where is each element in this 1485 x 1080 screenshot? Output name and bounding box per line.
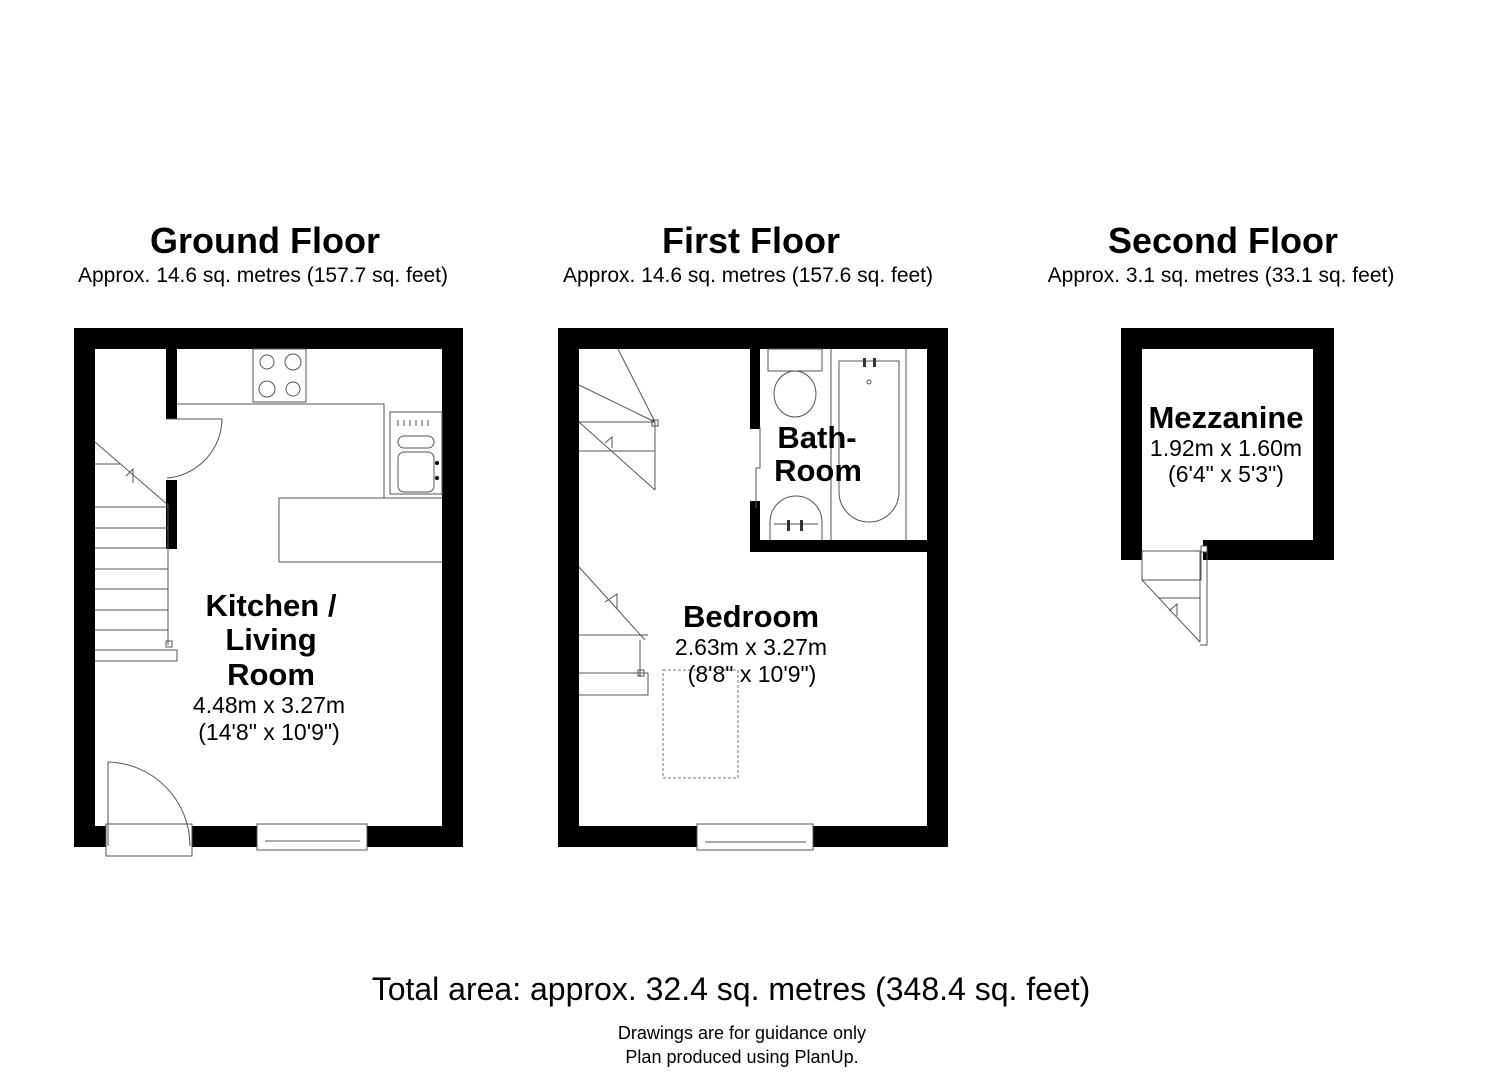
bathroom-door — [755, 427, 761, 508]
toilet-icon — [767, 348, 823, 418]
basin-icon — [769, 495, 823, 540]
second-floor-area: Approx. 3.1 sq. metres (33.1 sq. feet) — [1048, 264, 1395, 287]
window — [256, 823, 368, 851]
staircase-lower — [578, 566, 649, 696]
kitchen-counter — [278, 497, 442, 563]
first-floor-area: Approx. 14.6 sq. metres (157.6 sq. feet) — [563, 264, 933, 287]
internal-door — [166, 418, 223, 479]
footer-disclaimer: Drawings are for guidance only — [618, 1023, 866, 1043]
first-floor-title: First Floor — [662, 220, 840, 261]
ground-floor-plan: Kitchen / Living Room 4.48m x 3.27m (14'… — [74, 328, 463, 857]
second-floor-title: Second Floor — [1108, 220, 1338, 261]
interior-wall — [166, 480, 177, 549]
kitchen-living-room-label-3: Room — [227, 657, 315, 692]
second-floor-plan: Mezzanine 1.92m x 1.60m (6'4" x 5'3") — [1121, 328, 1334, 646]
ground-floor-area: Approx. 14.6 sq. metres (157.7 sq. feet) — [78, 264, 448, 287]
entrance-door — [105, 761, 193, 857]
bathroom-wall — [750, 501, 760, 552]
bathroom-wall — [750, 540, 927, 552]
dashed-area-outline — [662, 669, 739, 779]
interior-wall — [166, 349, 177, 419]
bath-icon — [830, 349, 907, 540]
sink-icon — [389, 411, 443, 495]
bedroom-imperial: (8'8" x 10'9") — [688, 661, 817, 687]
bedroom-label: Bedroom — [683, 599, 819, 634]
mezzanine-label: Mezzanine — [1148, 400, 1303, 435]
total-area: Total area: approx. 32.4 sq. metres (348… — [372, 971, 1091, 1007]
mezzanine-imperial: (6'4" x 5'3") — [1168, 461, 1284, 487]
stove-icon — [252, 348, 307, 403]
kitchen-counter — [177, 403, 385, 498]
stair-newel-post — [1200, 545, 1208, 553]
ground-floor-title: Ground Floor — [150, 220, 380, 261]
kitchen-living-room-metric: 4.48m x 3.27m — [193, 692, 345, 718]
staircase — [1141, 550, 1208, 646]
first-floor-plan: Bath- Room Bedroom 2.63m x 3.27m (8'8" x… — [558, 328, 948, 851]
staircase-upper — [578, 348, 659, 491]
staircase — [94, 441, 178, 662]
kitchen-living-room-imperial: (14'8" x 10'9") — [198, 719, 339, 745]
footer-credit: Plan produced using PlanUp. — [625, 1047, 858, 1067]
bathroom-label-2: Room — [774, 453, 862, 488]
mezzanine-metric: 1.92m x 1.60m — [1150, 435, 1302, 461]
bedroom-metric: 2.63m x 3.27m — [675, 634, 827, 660]
kitchen-living-room-label-1: Kitchen / — [206, 588, 337, 623]
bathroom-wall — [750, 349, 760, 429]
kitchen-living-room-label-2: Living — [225, 622, 316, 657]
bathroom-label-1: Bath- — [777, 420, 856, 455]
window — [696, 823, 814, 851]
